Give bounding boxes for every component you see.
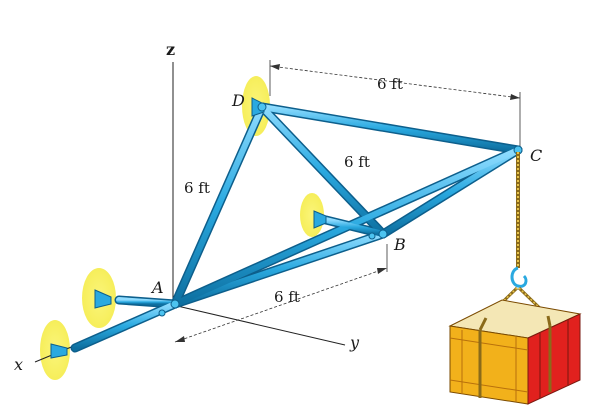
point-label-d: D xyxy=(231,91,245,110)
support-b-icon xyxy=(313,210,327,229)
axis-label-x: x xyxy=(14,355,23,374)
joint-d xyxy=(257,102,267,112)
dimension-dc: 6 ft xyxy=(377,75,403,93)
y-axis xyxy=(172,304,346,346)
axis-label-z: z xyxy=(166,40,175,59)
dimension-lines xyxy=(174,60,521,343)
joint-a xyxy=(170,299,180,309)
dimension-ad: 6 ft xyxy=(184,179,210,197)
hoist-rope xyxy=(484,152,550,320)
crate-side xyxy=(527,313,581,405)
coordinate-axes xyxy=(34,62,346,363)
hook-icon xyxy=(510,266,528,288)
point-label-a: A xyxy=(150,278,164,297)
axis-label-y: y xyxy=(349,333,360,352)
support-x-icon xyxy=(50,343,68,359)
truss-members xyxy=(70,102,523,353)
support-a-icon xyxy=(94,289,112,309)
joint-b xyxy=(378,229,388,239)
point-label-c: C xyxy=(530,146,542,165)
point-label-b: B xyxy=(393,235,406,254)
supports xyxy=(50,97,327,359)
crate xyxy=(448,299,582,405)
dimension-bd: 6 ft xyxy=(344,153,370,171)
dimension-ab: 6 ft xyxy=(274,288,300,306)
joints xyxy=(158,102,523,317)
